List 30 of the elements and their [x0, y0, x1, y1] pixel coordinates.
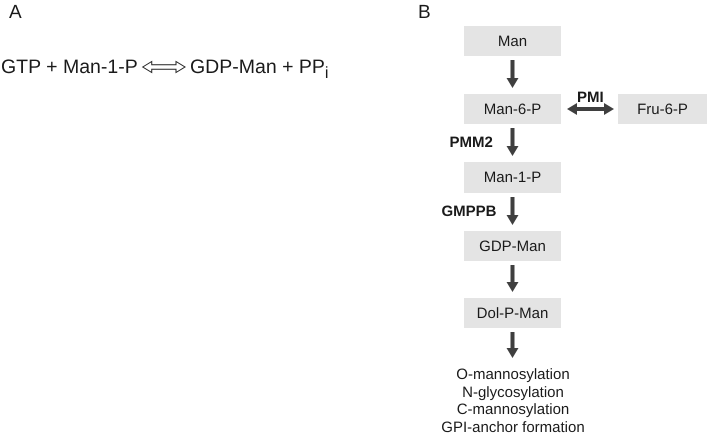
process-label: N-glycosylation [462, 384, 564, 401]
arrow [506, 60, 518, 88]
metabolite-box [464, 94, 561, 124]
metabolite-box [618, 94, 707, 124]
double-arrow [567, 103, 614, 115]
metabolite-label: Fru-6-P [637, 100, 688, 118]
process-label: C-mannosylation [456, 401, 570, 418]
panel-label: A [9, 3, 22, 23]
equation-term: GTP + Man-1-P [1, 56, 138, 78]
enzyme-label: GMPPB [442, 202, 497, 220]
equation-term: GDP-Man + PP$_{i}$ [190, 56, 329, 84]
metabolite-box [464, 298, 561, 328]
enzyme-label: PMM2 [450, 134, 493, 150]
process-label: O-mannosylation [456, 366, 570, 384]
metabolite-box [464, 162, 561, 193]
arrow [506, 128, 518, 156]
metabolite-box [464, 231, 561, 261]
metabolite-box [464, 26, 561, 56]
arrow [506, 197, 518, 225]
metabolite-label: GDP-Man [479, 238, 546, 254]
metabolite-label: Man [498, 32, 528, 50]
process-label: GPI-anchor formation [441, 418, 585, 436]
panel-label: B [418, 3, 431, 23]
metabolite-label: Man-1-P [484, 169, 542, 186]
arrow [506, 332, 518, 358]
enzyme-label: PMI [577, 89, 604, 106]
metabolite-label: Dol-P-Man [476, 304, 548, 322]
arrow [506, 265, 518, 292]
metabolite-label: Man-6-P [484, 100, 542, 118]
double-arrow [142, 60, 186, 74]
